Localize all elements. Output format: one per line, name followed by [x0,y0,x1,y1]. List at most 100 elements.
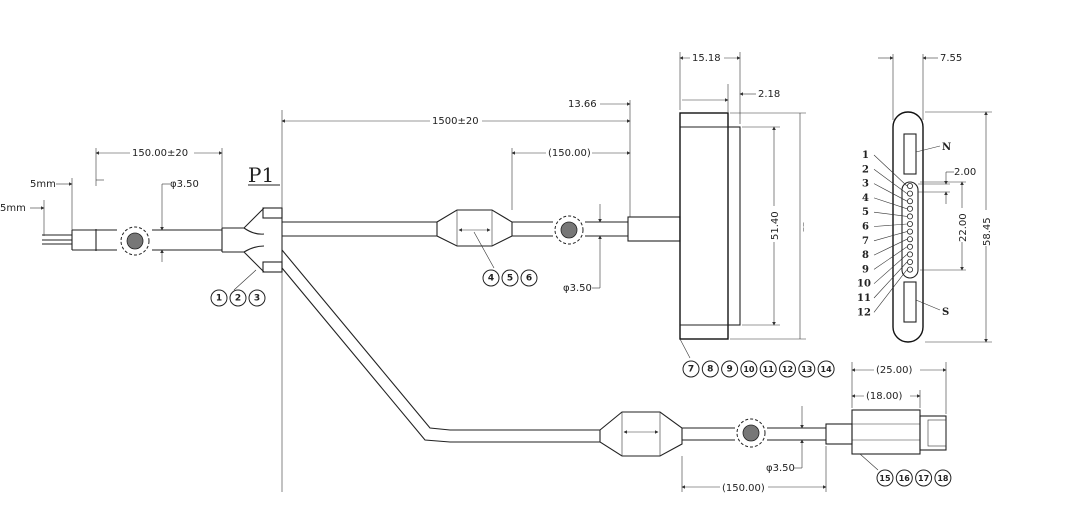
callout-bubble: 12 [779,360,796,378]
callout-bubble: 3 [248,289,266,307]
pin-number-label: 12 [857,307,871,318]
callout-bubble: 8 [701,360,719,378]
callout-bubble: 2 [229,289,247,307]
callout-circle [248,289,266,307]
dim-strip-long: 5mm [0,203,26,214]
pin-leader [873,169,908,194]
pin-leader [873,254,908,284]
callout-bubble: 4 [482,269,500,287]
pin-contact [907,251,914,258]
pin-number-label: 7 [862,236,869,247]
callout-bubble: 7 [682,360,700,378]
connector-head [679,112,741,340]
callout-bubble: 15 [876,469,894,487]
pin-contact [907,205,914,212]
callout-number: 2 [235,294,241,304]
pin-leader [873,246,908,270]
dim-main-length: 1500±20 [432,116,479,127]
callout-number: 17 [918,474,929,483]
dim-conn-offset: 13.66 [568,99,597,110]
pin-contact [907,236,914,243]
callout-number: 6 [526,274,532,284]
dim-bottom-conn-outer: (25.00) [876,365,913,376]
lower-branch [281,249,947,457]
callout-bubble: 13 [798,360,816,378]
pin-number-label: 1 [862,150,869,161]
callout-number: 16 [899,474,911,483]
left-lead [42,226,222,256]
callout-circle [817,360,835,378]
callout-number: 8 [707,365,713,375]
callout-number: 15 [879,474,891,483]
pin-number-label: 8 [862,250,869,261]
dim-head-small-mark: ーー [802,222,808,232]
callout-circle [934,469,952,487]
callout-circle [876,469,894,487]
callout-number: 13 [801,365,812,374]
callout-number: 3 [254,294,260,304]
callout-bubble: 6 [520,269,538,287]
pin-leader [873,211,908,217]
pin-contact [907,213,914,220]
pin-contact [907,228,914,235]
main-cable [282,209,681,247]
callout-circle [779,360,796,378]
pin-contact [907,182,914,189]
callout-number: 18 [937,474,949,483]
dim-lead-length: 150.00±20 [132,148,188,159]
callout-bubble: 10 [740,360,758,378]
pin-leader [873,154,908,187]
callout-bubble: 17 [915,469,933,487]
title-label: P1 [248,163,274,187]
callout-bubble: 5 [501,269,519,287]
pin-number-label: 6 [862,222,869,233]
dim-pin-span: 22.00 [958,213,969,242]
pin-leader [873,231,908,242]
pin-contact [907,258,914,265]
callout-bubble: 16 [895,469,913,487]
dim-head-depth: 15.18 [692,53,721,64]
callout-number: 10 [743,365,755,374]
dim-bottom-conn-inner: (18.00) [866,391,903,402]
dim-side-height: 58.45 [982,217,993,246]
dim-top-branch-diameter: φ3.50 [563,283,592,294]
pin-contact [907,243,914,250]
pin-number-label: 4 [862,193,869,204]
callout-circle [895,469,913,487]
callout-circle [701,360,719,378]
callout-bubble: 11 [759,360,777,378]
pin-contact [907,190,914,197]
pin-leader [873,183,908,202]
dimension-lines: 5mm 5mm 150.00±20 φ3.50 1500±20 13.66 (1… [0,51,993,494]
callout-number: 11 [763,365,775,374]
pin-leader [873,197,908,210]
callout-circle [501,269,519,287]
pin-number-label: 5 [862,207,869,218]
pin-contact [907,198,914,205]
callout-circle [210,289,228,307]
dim-pin-pitch: 2.00 [954,167,976,178]
pin-contact [907,220,914,227]
side-label-south: S [942,307,949,318]
pin-number-label: 11 [857,293,871,304]
callout-circle [721,360,739,378]
connector-side-view [892,111,924,343]
dim-bottom-branch-length: (150.00) [722,483,765,494]
callout-bubble: 1 [210,289,228,307]
callout-bubble: 9 [721,360,739,378]
callout-number: 5 [507,274,513,284]
callout-number: 14 [821,365,833,374]
callout-circle [798,360,816,378]
callout-circle [915,469,933,487]
dim-bottom-branch-diameter: φ3.50 [766,463,795,474]
callout-bubble: 18 [934,469,952,487]
pin-leader [873,269,908,313]
dim-head-step: 2.18 [758,89,780,100]
pin-leader [873,261,908,299]
callout-circle [520,269,538,287]
callout-number: 12 [782,365,793,374]
callout-number: 1 [216,294,222,304]
